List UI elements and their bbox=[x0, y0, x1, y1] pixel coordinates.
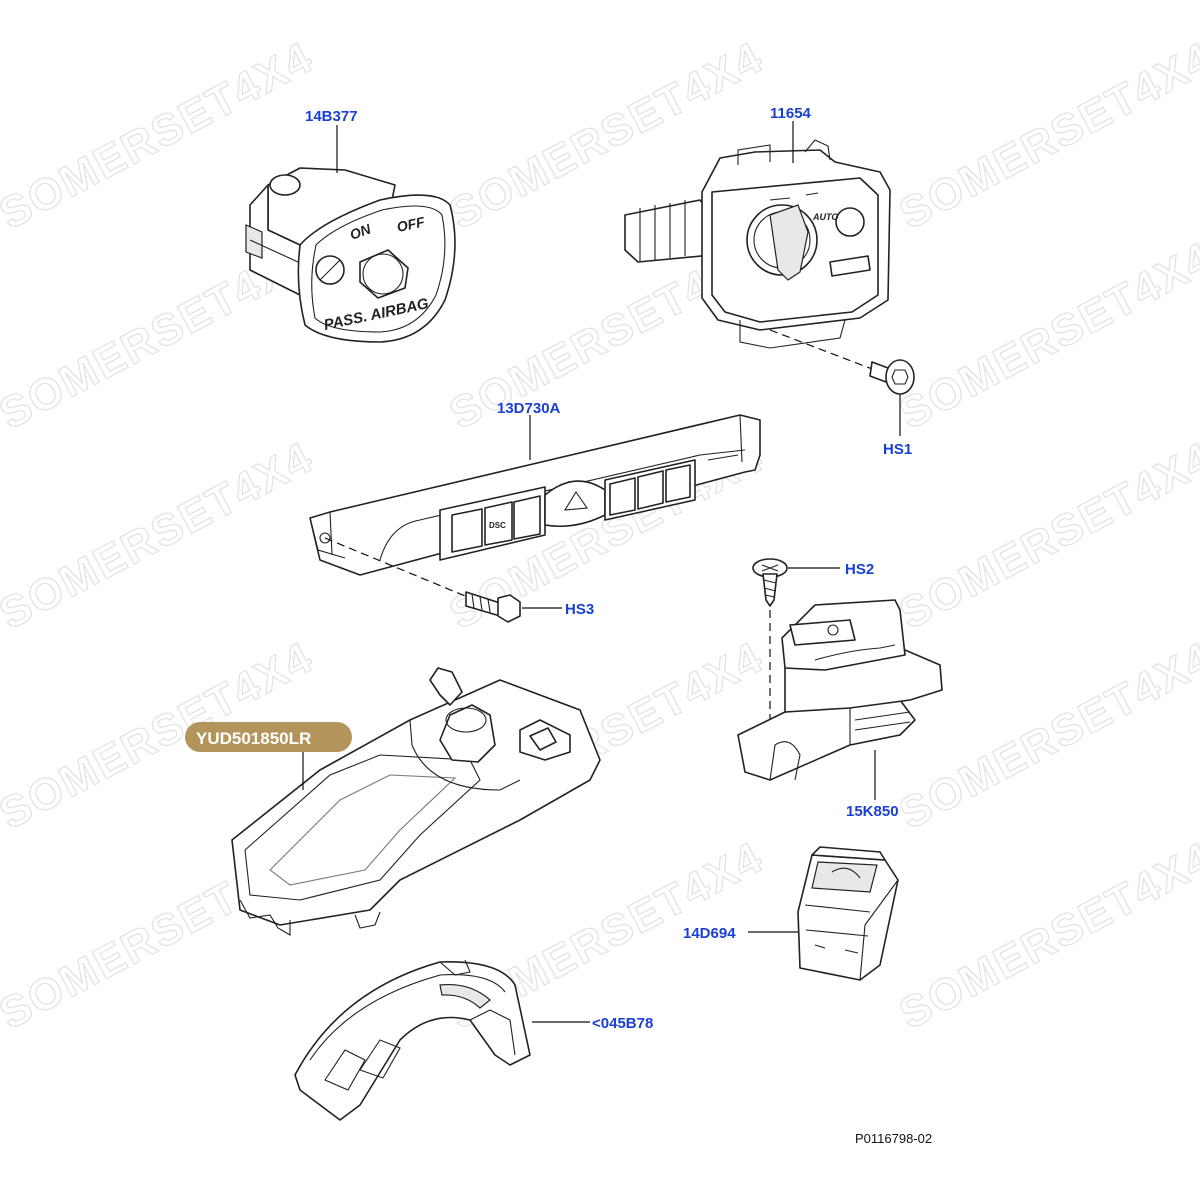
torx-screw-icon[interactable] bbox=[869, 359, 915, 395]
seat-heater-switch-icon[interactable] bbox=[797, 846, 899, 981]
badge-background bbox=[185, 722, 352, 752]
part-label-hs2[interactable]: HS2 bbox=[845, 561, 874, 578]
switch-panel-icon[interactable]: DSC bbox=[309, 414, 761, 576]
part-label-045b78[interactable]: <045B78 bbox=[592, 1015, 653, 1032]
watermark-layer: SOMERSET4X4 SOMERSET4X4 SOMERSET4X4 SOME… bbox=[0, 32, 1200, 1039]
diagram-reference-number: P0116798-02 bbox=[855, 1131, 932, 1146]
part-label-11654[interactable]: 11654 bbox=[770, 105, 812, 122]
part-label-15k850[interactable]: 15K850 bbox=[846, 803, 899, 820]
part-label-yud501850lr[interactable]: YUD501850LR bbox=[196, 729, 311, 748]
parking-brake-switch-icon[interactable] bbox=[737, 599, 943, 781]
part-label-13d730a[interactable]: 13D730A bbox=[497, 400, 561, 417]
airbag-off-text: OFF bbox=[395, 213, 426, 235]
watermark: SOMERSET4X4 bbox=[892, 233, 1200, 439]
airbag-on-text: ON bbox=[348, 220, 374, 243]
headlamp-switch-icon[interactable]: AUTO bbox=[624, 139, 891, 349]
console-panel-icon[interactable] bbox=[231, 667, 601, 936]
highlighted-part-badge[interactable]: YUD501850LR bbox=[185, 722, 352, 752]
part-label-14b377[interactable]: 14B377 bbox=[305, 108, 358, 125]
phillips-screw-icon[interactable] bbox=[752, 558, 788, 607]
part-label-14d694[interactable]: 14D694 bbox=[683, 925, 736, 942]
bezel-icon[interactable] bbox=[294, 959, 531, 1121]
part-label-hs1[interactable]: HS1 bbox=[883, 441, 912, 458]
passenger-airbag-switch-icon[interactable]: ON OFF PASS. AIRBAG bbox=[245, 167, 456, 343]
switch-panel-dsc-text: DSC bbox=[489, 521, 506, 530]
headlamp-auto-text: AUTO bbox=[812, 212, 838, 222]
watermark: SOMERSET4X4 bbox=[0, 433, 321, 639]
watermark: SOMERSET4X4 bbox=[892, 33, 1200, 239]
hex-bolt-icon[interactable] bbox=[465, 591, 521, 623]
part-label-hs3[interactable]: HS3 bbox=[565, 601, 594, 618]
watermark: SOMERSET4X4 bbox=[892, 833, 1200, 1039]
watermark: SOMERSET4X4 bbox=[892, 433, 1200, 639]
